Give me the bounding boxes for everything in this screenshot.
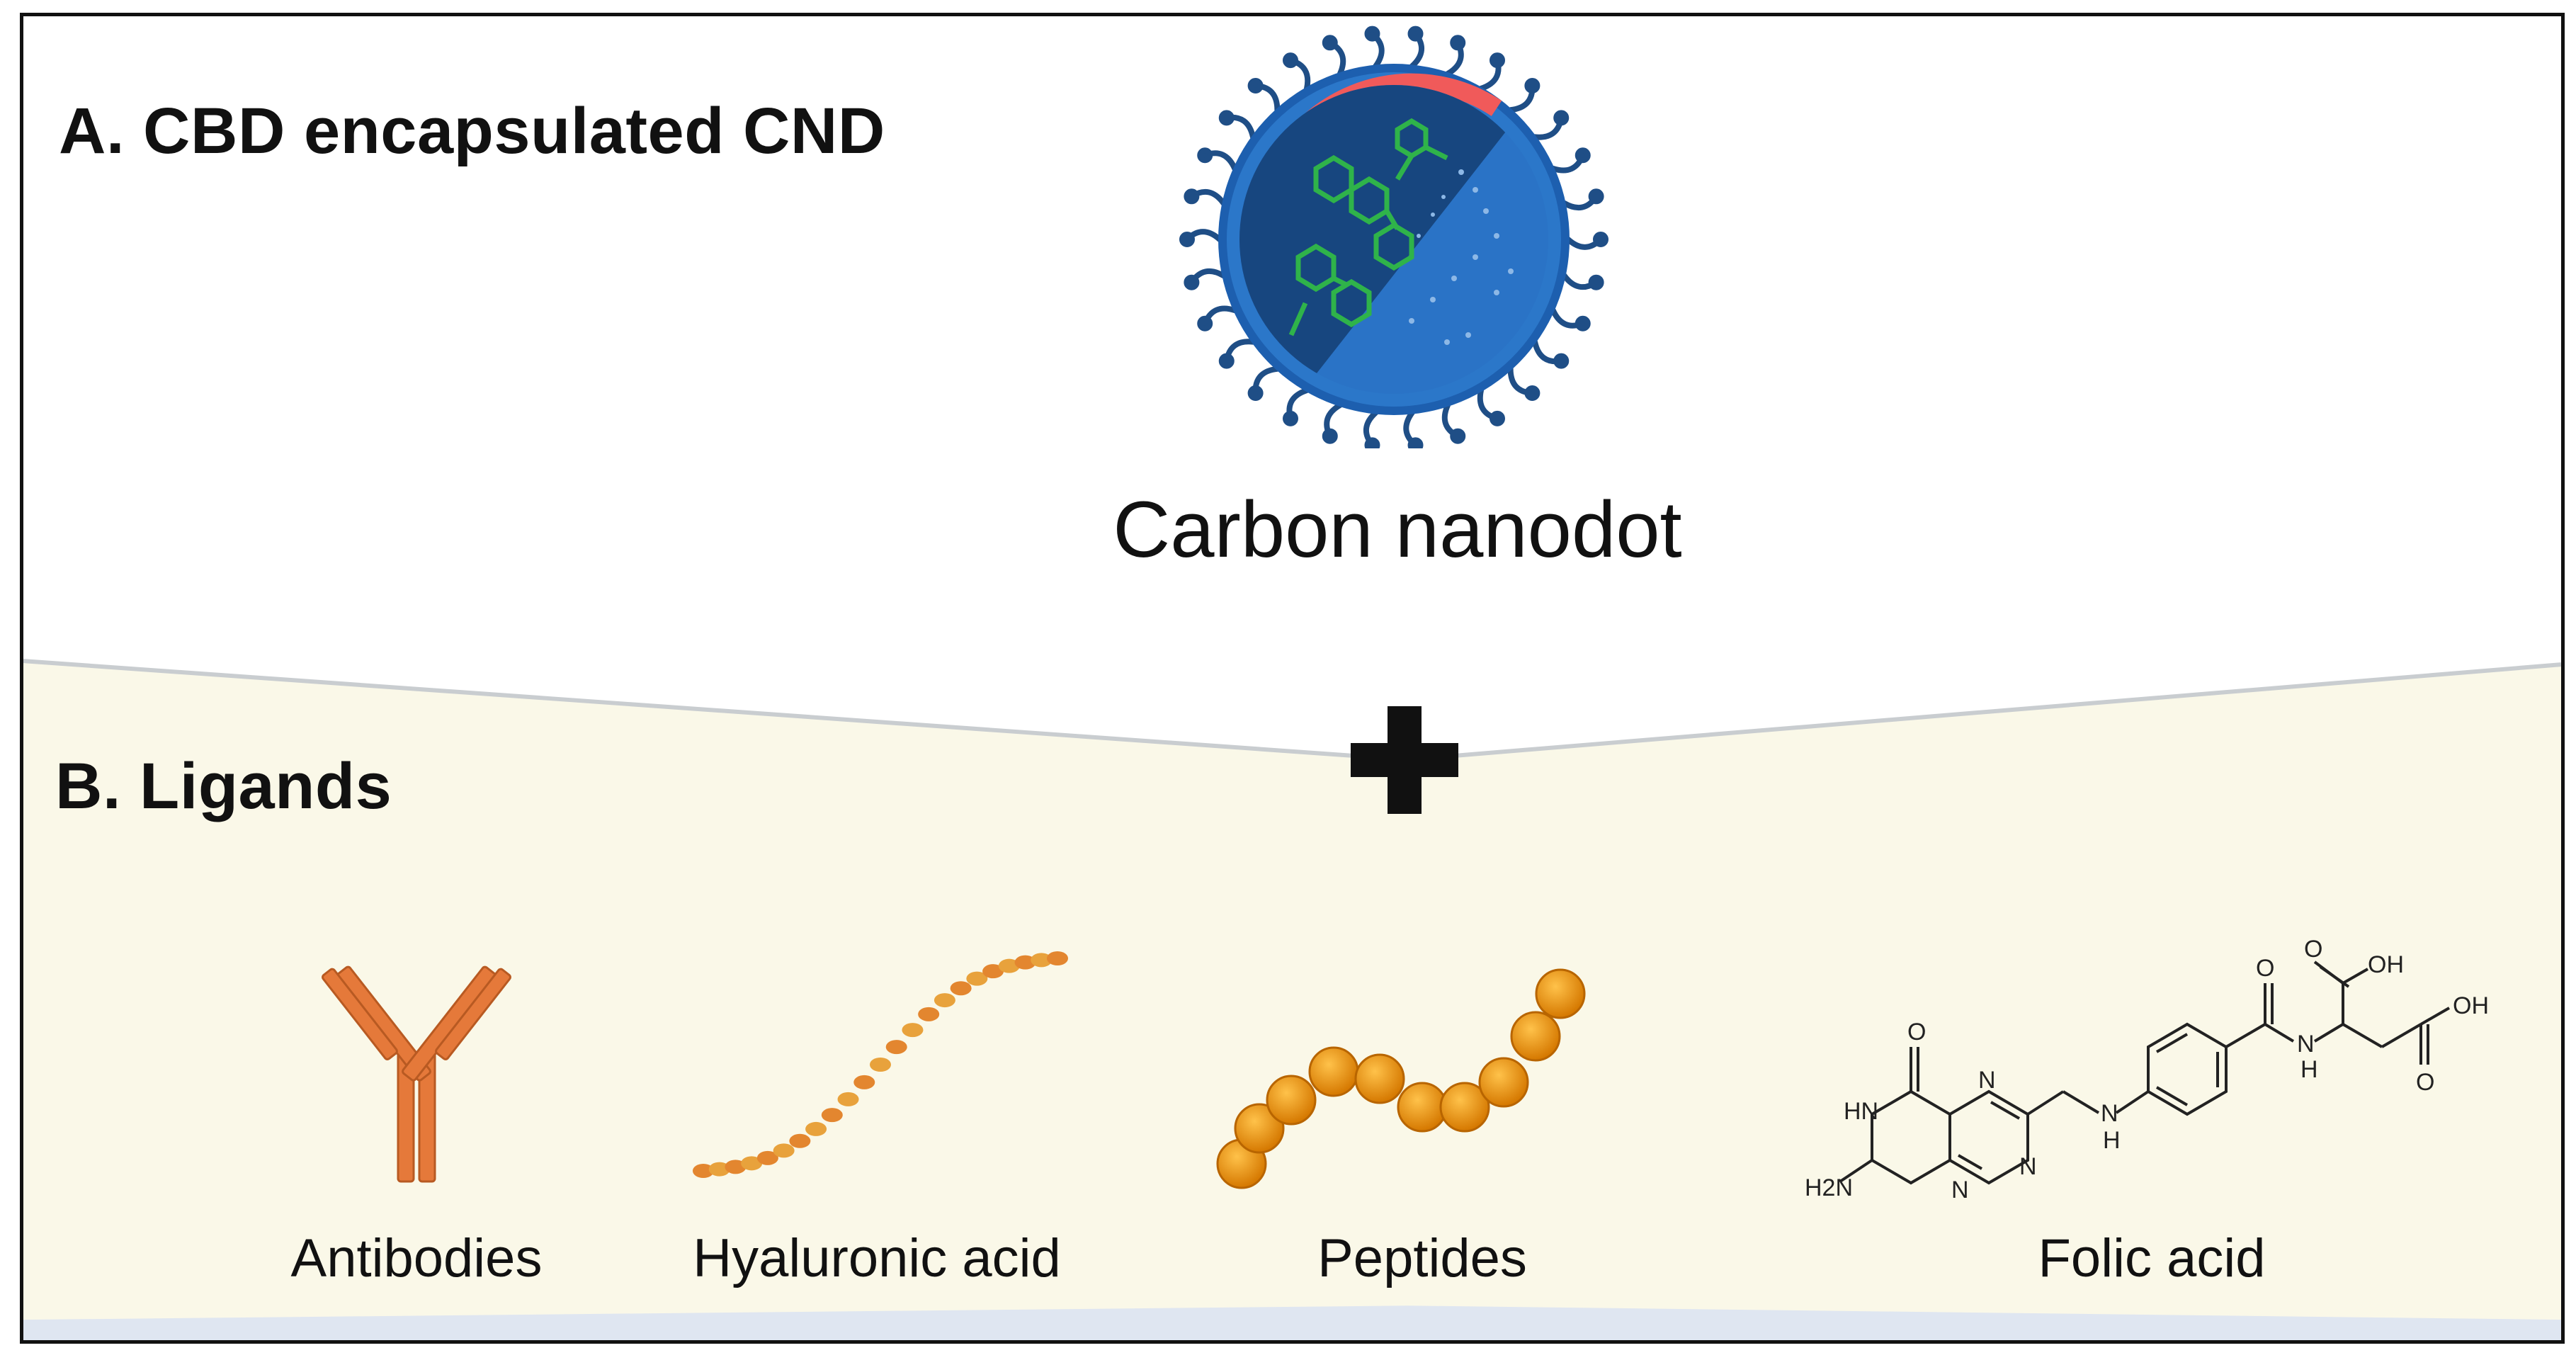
peptide-bead bbox=[1234, 1103, 1285, 1154]
atom-label: O bbox=[2304, 936, 2322, 963]
hyaluronic-bead bbox=[885, 1040, 907, 1055]
atom-label: N bbox=[1978, 1067, 1996, 1094]
nanodot-spike-tip bbox=[1553, 353, 1570, 369]
nanodot-spike-tip bbox=[1283, 410, 1298, 426]
nanodot-spike-tip bbox=[1574, 315, 1591, 332]
nanodot-spike-tip bbox=[1247, 78, 1264, 94]
hyaluronic-bead bbox=[837, 1092, 859, 1106]
atom-label: H bbox=[2300, 1056, 2318, 1083]
nanodot-spike-tip bbox=[1524, 78, 1541, 94]
hyaluronic-bead bbox=[1031, 953, 1052, 968]
peptides-label: Peptides bbox=[1317, 1228, 1527, 1288]
hyaluronic-bead bbox=[805, 1121, 827, 1136]
plus-icon bbox=[1351, 706, 1458, 814]
nanodot-spike-tip bbox=[1197, 147, 1213, 164]
panel-a-title: A. CBD encapsulated CND bbox=[59, 95, 885, 167]
bottom-shadow-strip bbox=[23, 1305, 2561, 1340]
carbon-nanodot-icon bbox=[1179, 26, 1608, 448]
panel-b-background bbox=[23, 661, 2561, 1340]
nanodot-spike-tip bbox=[1588, 188, 1604, 205]
hyaluronic-acid-chain-icon bbox=[693, 951, 1068, 1178]
atom-label: N bbox=[2297, 1031, 2315, 1058]
nanodot-spike-tip bbox=[1450, 35, 1466, 51]
nanodot-spike-tip bbox=[1364, 437, 1380, 448]
atom-label: N bbox=[2101, 1100, 2118, 1127]
nanodot-spike-tip bbox=[1524, 385, 1541, 401]
figure-frame: A. CBD encapsulated CND bbox=[20, 13, 2565, 1344]
atom-label: N bbox=[2019, 1153, 2037, 1180]
nanodot-spike-tip bbox=[1247, 385, 1264, 401]
nanodot-spike-tip bbox=[1184, 188, 1200, 205]
hyaluronic-bead bbox=[902, 1023, 924, 1038]
hyaluronic-bead bbox=[756, 1150, 778, 1165]
nanodot-spike-tip bbox=[1490, 410, 1505, 426]
atom-label: N bbox=[1951, 1177, 1969, 1203]
hyaluronic-bead bbox=[789, 1133, 811, 1148]
atom-label: O bbox=[2416, 1069, 2434, 1096]
hyaluronic-acid-label: Hyaluronic acid bbox=[693, 1228, 1061, 1288]
nanodot-spike-tip bbox=[1184, 274, 1200, 290]
atom-label: O bbox=[1907, 1019, 1926, 1046]
folic-acid-label: Folic acid bbox=[2038, 1228, 2266, 1288]
nanodot-spike-tip bbox=[1588, 274, 1604, 290]
hyaluronic-bead bbox=[853, 1075, 875, 1089]
peptide-bead bbox=[1266, 1075, 1317, 1126]
hyaluronic-bead bbox=[934, 993, 955, 1008]
antibody-icon bbox=[322, 965, 511, 1183]
hyaluronic-bead bbox=[1047, 951, 1068, 965]
peptide-bead bbox=[1439, 1082, 1490, 1133]
nanodot-spike-tip bbox=[1574, 147, 1591, 164]
hyaluronic-bead bbox=[870, 1058, 891, 1072]
peptide-chain-icon bbox=[1216, 968, 1586, 1189]
atom-label: HN bbox=[1844, 1098, 1878, 1125]
hyaluronic-bead bbox=[918, 1007, 940, 1021]
hyaluronic-bead bbox=[773, 1143, 795, 1158]
peptide-bead bbox=[1354, 1053, 1405, 1104]
nanodot-spike-tip bbox=[1322, 428, 1338, 444]
nanodot-spike-tip bbox=[1179, 232, 1195, 247]
nanodot-spike-tip bbox=[1283, 52, 1298, 69]
antibodies-label: Antibodies bbox=[290, 1228, 543, 1288]
hyaluronic-bead bbox=[966, 971, 988, 986]
carbon-nanodot-caption: Carbon nanodot bbox=[1113, 485, 1682, 574]
atom-label: OH bbox=[2453, 992, 2489, 1019]
atom-label: O bbox=[2256, 955, 2274, 982]
nanodot-spike-tip bbox=[1490, 52, 1505, 69]
hyaluronic-bead bbox=[1014, 955, 1036, 970]
nanodot-spike-tip bbox=[1450, 428, 1466, 444]
atom-label: H bbox=[2103, 1127, 2121, 1154]
nanodot-spike-tip bbox=[1407, 26, 1424, 42]
panel-b-title: B. Ligands bbox=[55, 750, 392, 822]
nanodot-spike-tip bbox=[1407, 437, 1424, 448]
hyaluronic-bead bbox=[693, 1164, 714, 1178]
nanodot-spike-tip bbox=[1218, 110, 1235, 126]
hyaluronic-bead bbox=[950, 981, 972, 996]
nanodot-spike-tip bbox=[1553, 110, 1570, 126]
nanodot-spike-tip bbox=[1218, 353, 1235, 369]
hyaluronic-bead bbox=[725, 1160, 747, 1174]
peptide-bead bbox=[1397, 1082, 1448, 1133]
peptide-bead bbox=[1308, 1046, 1359, 1097]
hyaluronic-bead bbox=[982, 964, 1004, 979]
hyaluronic-bead bbox=[998, 958, 1020, 973]
peptide-bead bbox=[1510, 1011, 1561, 1062]
nanodot-spike-tip bbox=[1322, 35, 1338, 51]
peptide-bead bbox=[1535, 968, 1586, 1019]
hyaluronic-bead bbox=[708, 1162, 730, 1177]
atom-label: H2N bbox=[1805, 1174, 1853, 1201]
nanodot-spike-tip bbox=[1197, 315, 1213, 332]
nanodot-spike-tip bbox=[1593, 232, 1608, 247]
hyaluronic-bead bbox=[741, 1156, 763, 1171]
atom-label: OH bbox=[2368, 951, 2404, 978]
nanodot-spike-tip bbox=[1364, 26, 1380, 42]
peptide-bead bbox=[1478, 1057, 1529, 1108]
hyaluronic-bead bbox=[821, 1108, 843, 1123]
